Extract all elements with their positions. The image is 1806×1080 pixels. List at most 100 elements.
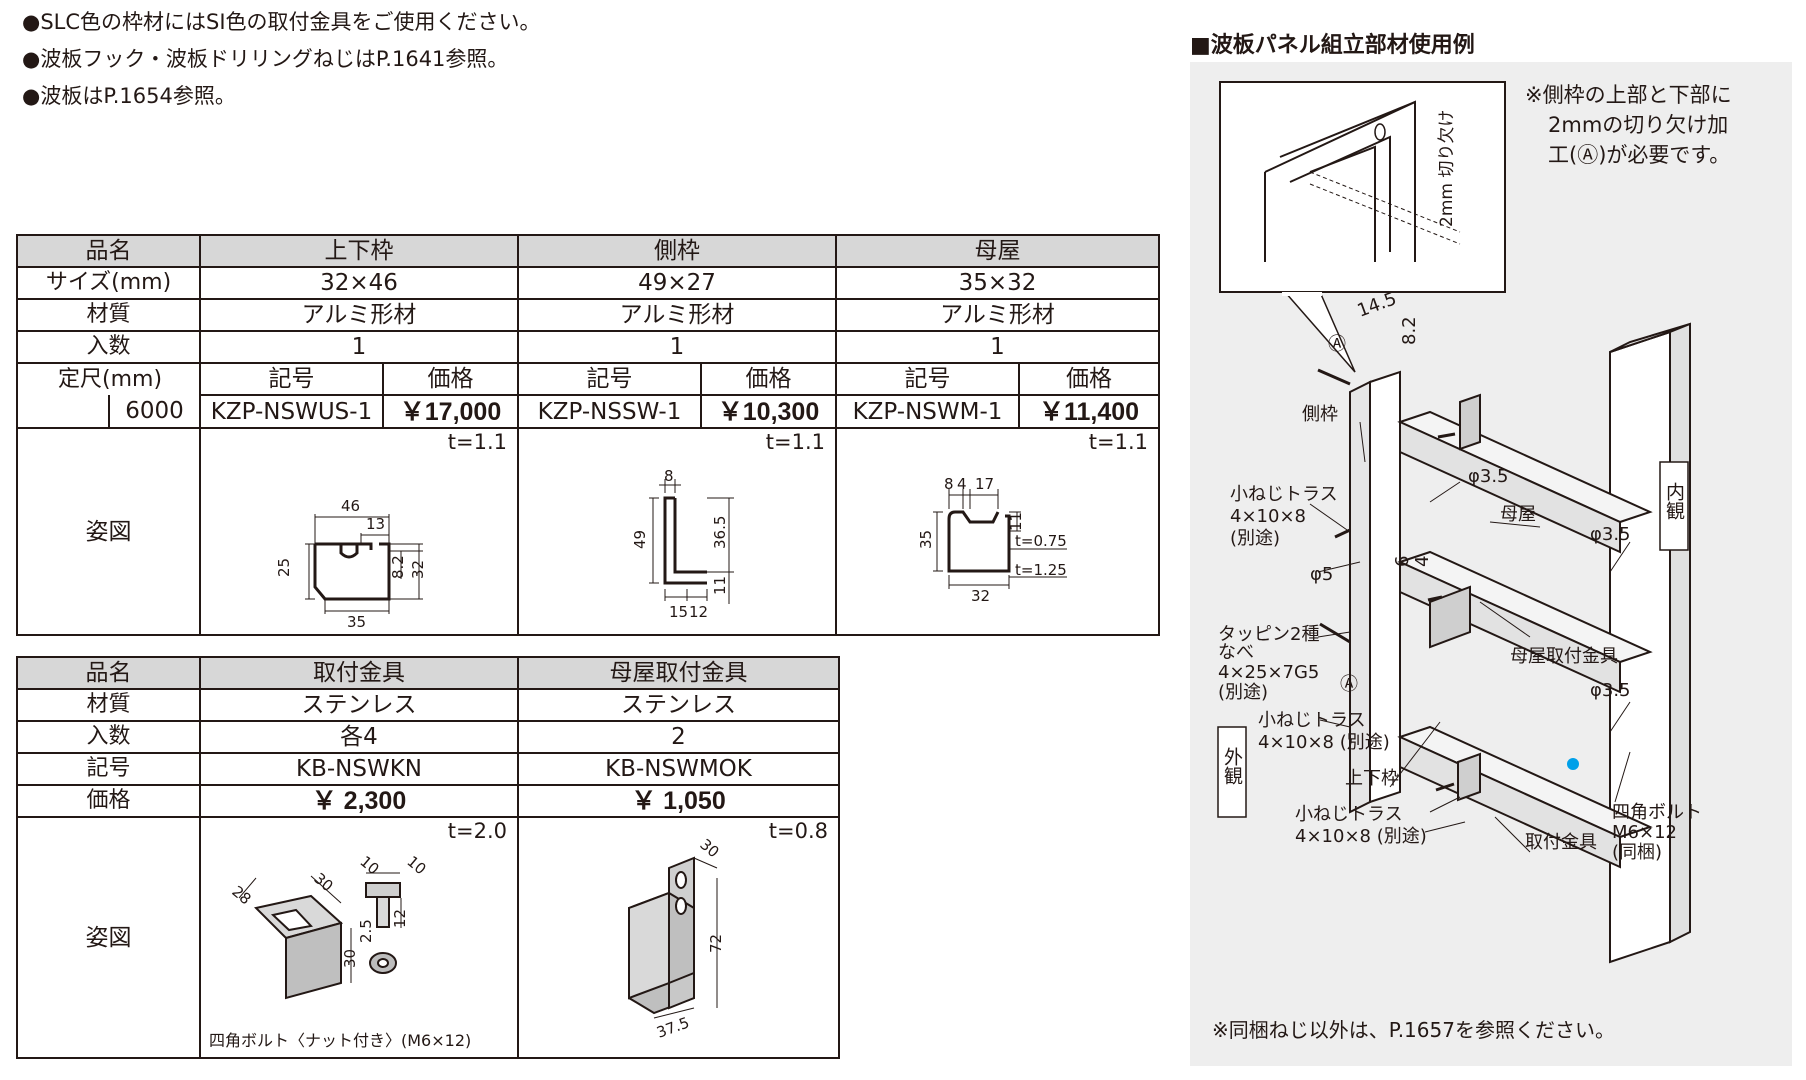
bracket-illustration: 28 30 30 10 10 2.5 12 四角ボルト〈ナット付き〉(M6×12… [209, 852, 471, 1050]
thickness-label: t=1.1 [1088, 430, 1148, 454]
length-value-cell: 6000 [16, 395, 201, 429]
price-cell: ￥17,000 [382, 394, 519, 429]
dim-label: 72 [707, 934, 725, 953]
phi-label: φ3.5 [1590, 524, 1631, 545]
sub-header-code: 記号 [835, 362, 1020, 396]
qty-cell: 1 [835, 330, 1160, 364]
code-cell: KZP-NSSW-1 [517, 394, 702, 429]
dim-label: 30 [341, 949, 359, 968]
circle-a-label: Ⓐ [1328, 334, 1346, 355]
tappin-label: 4×25×7G5 [1218, 662, 1319, 683]
bolt-size: M6×12 [1612, 822, 1677, 843]
sideframe-label: 側枠 [1302, 404, 1338, 425]
material-cell: ステンレス [517, 688, 840, 722]
phi-label: φ3.5 [1468, 466, 1509, 487]
thickness-label: t=0.8 [768, 819, 828, 843]
dim-label: 11 [1007, 512, 1025, 531]
inner-side-box [1659, 461, 1689, 551]
row-label-material: 材質 [16, 688, 201, 722]
frame-spec-table: 品名 上下枠 側枠 母屋 サイズ(mm) 32×46 49×27 35×32 材… [16, 234, 1160, 636]
row-label-length: 定尺(mm) [16, 362, 201, 395]
dim-label: 10 [356, 852, 382, 878]
figure-purlin: t=1.1 [835, 427, 1160, 636]
row-label-qty: 入数 [16, 720, 201, 754]
dim-label: 13 [366, 515, 385, 533]
dim-label: 49 [631, 530, 649, 549]
bolt-label: 四角ボルト [1612, 802, 1702, 823]
qty-cell: 各4 [199, 720, 519, 754]
row-label-name: 品名 [16, 656, 201, 690]
screw-size: 4×10×8 [1230, 506, 1306, 527]
price-cell: ￥11,400 [1018, 394, 1160, 429]
assembly-title: ■波板パネル組立部材使用例 [1190, 33, 1475, 58]
thickness-label: t=1.1 [765, 430, 825, 454]
figure-topbottom-frame: t=1.1 [199, 427, 519, 636]
phi-label: φ5 [1310, 564, 1333, 585]
col-header-side: 側枠 [517, 234, 837, 268]
outer-side-label: 外観 [1221, 747, 1243, 785]
dim-label: 30 [696, 835, 722, 861]
col-header-purlin: 母屋 [835, 234, 1160, 268]
inner-side-label: 内観 [1663, 482, 1685, 520]
row-label-qty: 入数 [16, 330, 201, 364]
note-line: ●波板はP.1654参照。 [22, 84, 236, 108]
size-cell: 35×32 [835, 266, 1160, 300]
material-cell: ステンレス [199, 688, 519, 722]
notes-block: ●SLC色の枠材にはSI色の取付金具をご使用ください。 ●波板フック・波板ドリリ… [22, 4, 541, 115]
circle-a-label: Ⓐ [1340, 674, 1358, 695]
dim-label: 8.2 [1399, 316, 1420, 345]
dim-label: 12 [391, 909, 409, 928]
dim-label: 14.5 [1355, 288, 1400, 321]
dim-label: t=0.75 [1015, 532, 1067, 550]
note-line: ※側枠の上部と下部に [1525, 83, 1732, 107]
material-cell: アルミ形材 [199, 298, 519, 332]
topbottom-label: 上下枠 [1345, 768, 1399, 789]
code-cell: KB-NSWKN [199, 752, 519, 786]
dim-label: 46 [341, 497, 360, 515]
figure-bracket: t=2.0 28 [199, 816, 519, 1059]
dim-label: 2.5 [357, 919, 375, 943]
dim-label: 28 [228, 882, 254, 908]
dim-label: 12 [689, 603, 708, 621]
note-line: ●SLC色の枠材にはSI色の取付金具をご使用ください。 [22, 10, 541, 34]
assembly-diagram: 2mm 切り欠け ※側枠の上部と下部に 2mmの切り欠け加 工(Ⓐ)が必要です。 [1212, 81, 1732, 1042]
sub-header-price: 価格 [700, 362, 837, 396]
note-line: 工(Ⓐ)が必要です。 [1548, 143, 1730, 167]
thickness-label: t=2.0 [447, 819, 507, 843]
topbottom-frame-profile: 46 13 25 8.2 32 35 [275, 497, 427, 631]
figure-side-frame: t=1.1 8 [517, 427, 837, 636]
dim-label: 35 [347, 613, 366, 631]
price-cell: ￥ 2,300 [199, 784, 519, 818]
row-label-figure: 姿図 [16, 816, 201, 1059]
screw-label: 小ねじトラス [1230, 484, 1338, 505]
row-label-name: 品名 [16, 234, 201, 268]
dim-label: 6 [1392, 556, 1413, 567]
size-cell: 32×46 [199, 266, 519, 300]
row-label-figure: 姿図 [16, 427, 201, 636]
material-cell: アルミ形材 [835, 298, 1160, 332]
dim-label: 15 [669, 603, 688, 621]
panel-footnote: ※同梱ねじ以外は、P.1657を参照ください。 [1212, 1018, 1615, 1042]
screw-size: 4×10×8 (別途) [1295, 826, 1427, 847]
col-header-topbottom: 上下枠 [199, 234, 519, 268]
dim-label: 36.5 [711, 516, 729, 549]
assembly-panel: 2mm 切り欠け ※側枠の上部と下部に 2mmの切り欠け加 工(Ⓐ)が必要です。 [1190, 62, 1792, 1066]
dim-label: 8 [944, 475, 954, 493]
qty-cell: 2 [517, 720, 840, 754]
purlin-label: 母屋 [1500, 504, 1536, 525]
detail-callout-box [1219, 81, 1506, 293]
length-value: 6000 [108, 395, 198, 426]
screw-label: 小ねじトラス [1295, 804, 1403, 825]
dim-label: t=1.25 [1015, 561, 1067, 579]
dim-label: 32 [409, 560, 427, 579]
code-cell: KZP-NSWM-1 [835, 394, 1020, 429]
notch-label: 2mm 切り欠け [1437, 110, 1457, 227]
dim-label: 32 [971, 587, 990, 605]
row-label-price: 価格 [16, 784, 201, 818]
dim-label: 10 [403, 852, 429, 878]
note-line: 2mmの切り欠け加 [1548, 113, 1728, 137]
figure-purlin-bracket: t=0.8 30 72 37.5 [517, 816, 840, 1059]
bolt-note: (同梱) [1612, 842, 1662, 863]
screw-size: 4×10×8 (別途) [1258, 732, 1390, 753]
dim-label: 8 [664, 467, 674, 485]
